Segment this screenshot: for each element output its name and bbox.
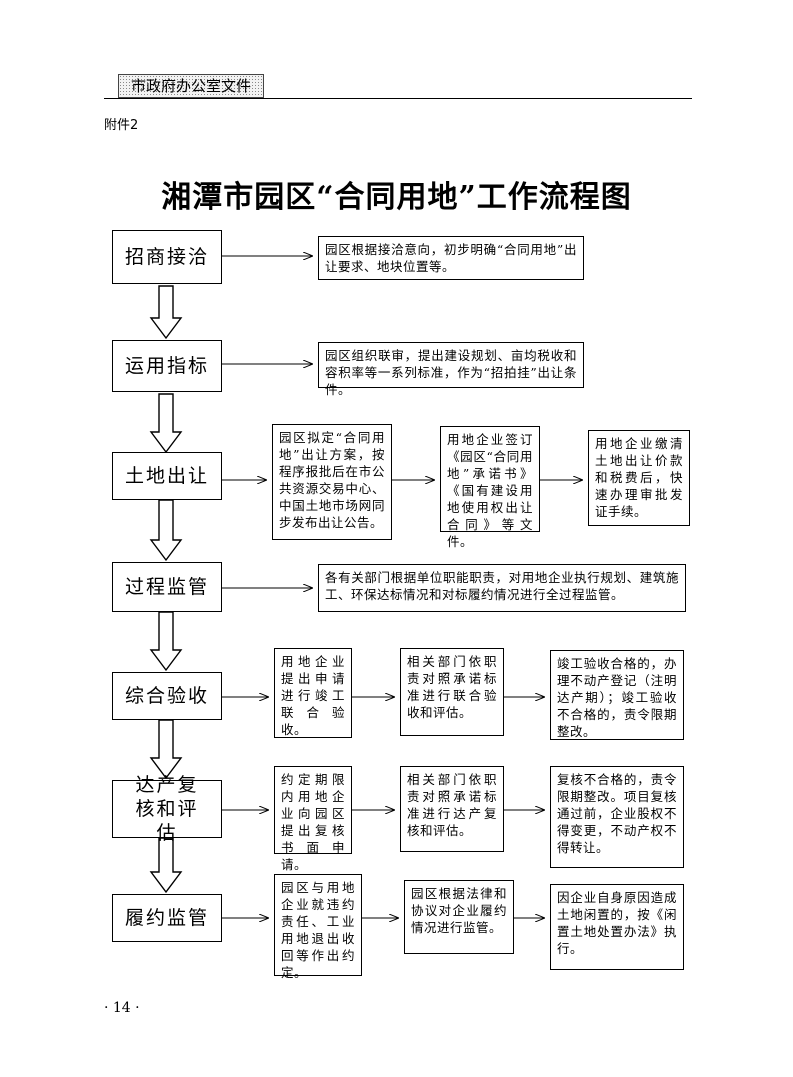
down-arrow-6 xyxy=(149,837,183,894)
document-source-tag: 市政府办公室文件 xyxy=(118,74,264,98)
down-arrow-3 xyxy=(149,499,183,562)
note-performance-monitor: 园区根据法律和协议对企业履约情况进行监管。 xyxy=(404,880,514,954)
down-arrow-1 xyxy=(149,285,183,340)
page-title: 湘潭市园区“合同用地”工作流程图 xyxy=(161,180,632,215)
down-arrow-4 xyxy=(149,611,183,672)
note-performance-idle-land: 因企业自身原因造成土地闲置的，按《闲置土地处置办法》执行。 xyxy=(550,884,684,970)
attachment-label: 附件2 xyxy=(104,118,139,133)
note-review-assess: 相关部门依职责对照承诺标准进行达产复核和评估。 xyxy=(400,766,504,852)
note-transfer-contract: 用地企业签订《园区“合同用地”承诺书》《国有建设用地使用权出让合同》等文件。 xyxy=(440,426,540,549)
stage-production-review: 达产复核和评估 xyxy=(112,774,222,844)
note-review-apply: 约定期限内用地企业向园区提出复核书面申请。 xyxy=(274,766,352,872)
stage-performance-supervision: 履约监管 xyxy=(112,894,222,942)
note-acceptance-review: 相关部门依职责对照承诺标准进行联合验收和评估。 xyxy=(400,648,504,736)
header-divider xyxy=(104,98,692,99)
down-arrow-5 xyxy=(149,719,183,780)
note-review-result: 复核不合格的，责令限期整改。项目复核通过前，企业股权不得变更，不动产权不得转让。 xyxy=(550,766,684,868)
stage-apply-indicators: 运用指标 xyxy=(112,340,222,392)
note-transfer-plan: 园区拟定“合同用地”出让方案，按程序报批后在市公共资源交易中心、中国土地市场网同… xyxy=(272,424,392,540)
down-arrow-2 xyxy=(149,393,183,454)
page-number: · 14 · xyxy=(104,1000,140,1016)
note-acceptance-apply: 用地企业提出申请进行竣工联合验收。 xyxy=(274,648,352,738)
stage-land-transfer: 土地出让 xyxy=(112,452,222,500)
stage-comprehensive-acceptance: 综合验收 xyxy=(112,672,222,720)
note-negotiation: 园区根据接洽意向，初步明确“合同用地”出让要求、地块位置等。 xyxy=(318,236,584,280)
note-acceptance-result: 竣工验收合格的，办理不动产登记（注明达产期）；竣工验收不合格的，责令限期整改。 xyxy=(550,650,684,740)
note-performance-agreement: 园区与用地企业就违约责任、工业用地退出收回等作出约定。 xyxy=(274,874,362,980)
note-indicators: 园区组织联审，提出建设规划、亩均税收和容积率等一系列标准，作为“招拍挂”出让条件… xyxy=(318,342,584,397)
stage-investment-negotiation: 招商接洽 xyxy=(112,230,222,284)
note-transfer-payment: 用地企业缴清土地出让价款和税费后，快速办理审批发证手续。 xyxy=(588,430,690,526)
stage-process-supervision: 过程监管 xyxy=(112,562,222,612)
note-supervision: 各有关部门根据单位职能职责，对用地企业执行规划、建筑施工、环保达标情况和对标履约… xyxy=(318,564,686,612)
